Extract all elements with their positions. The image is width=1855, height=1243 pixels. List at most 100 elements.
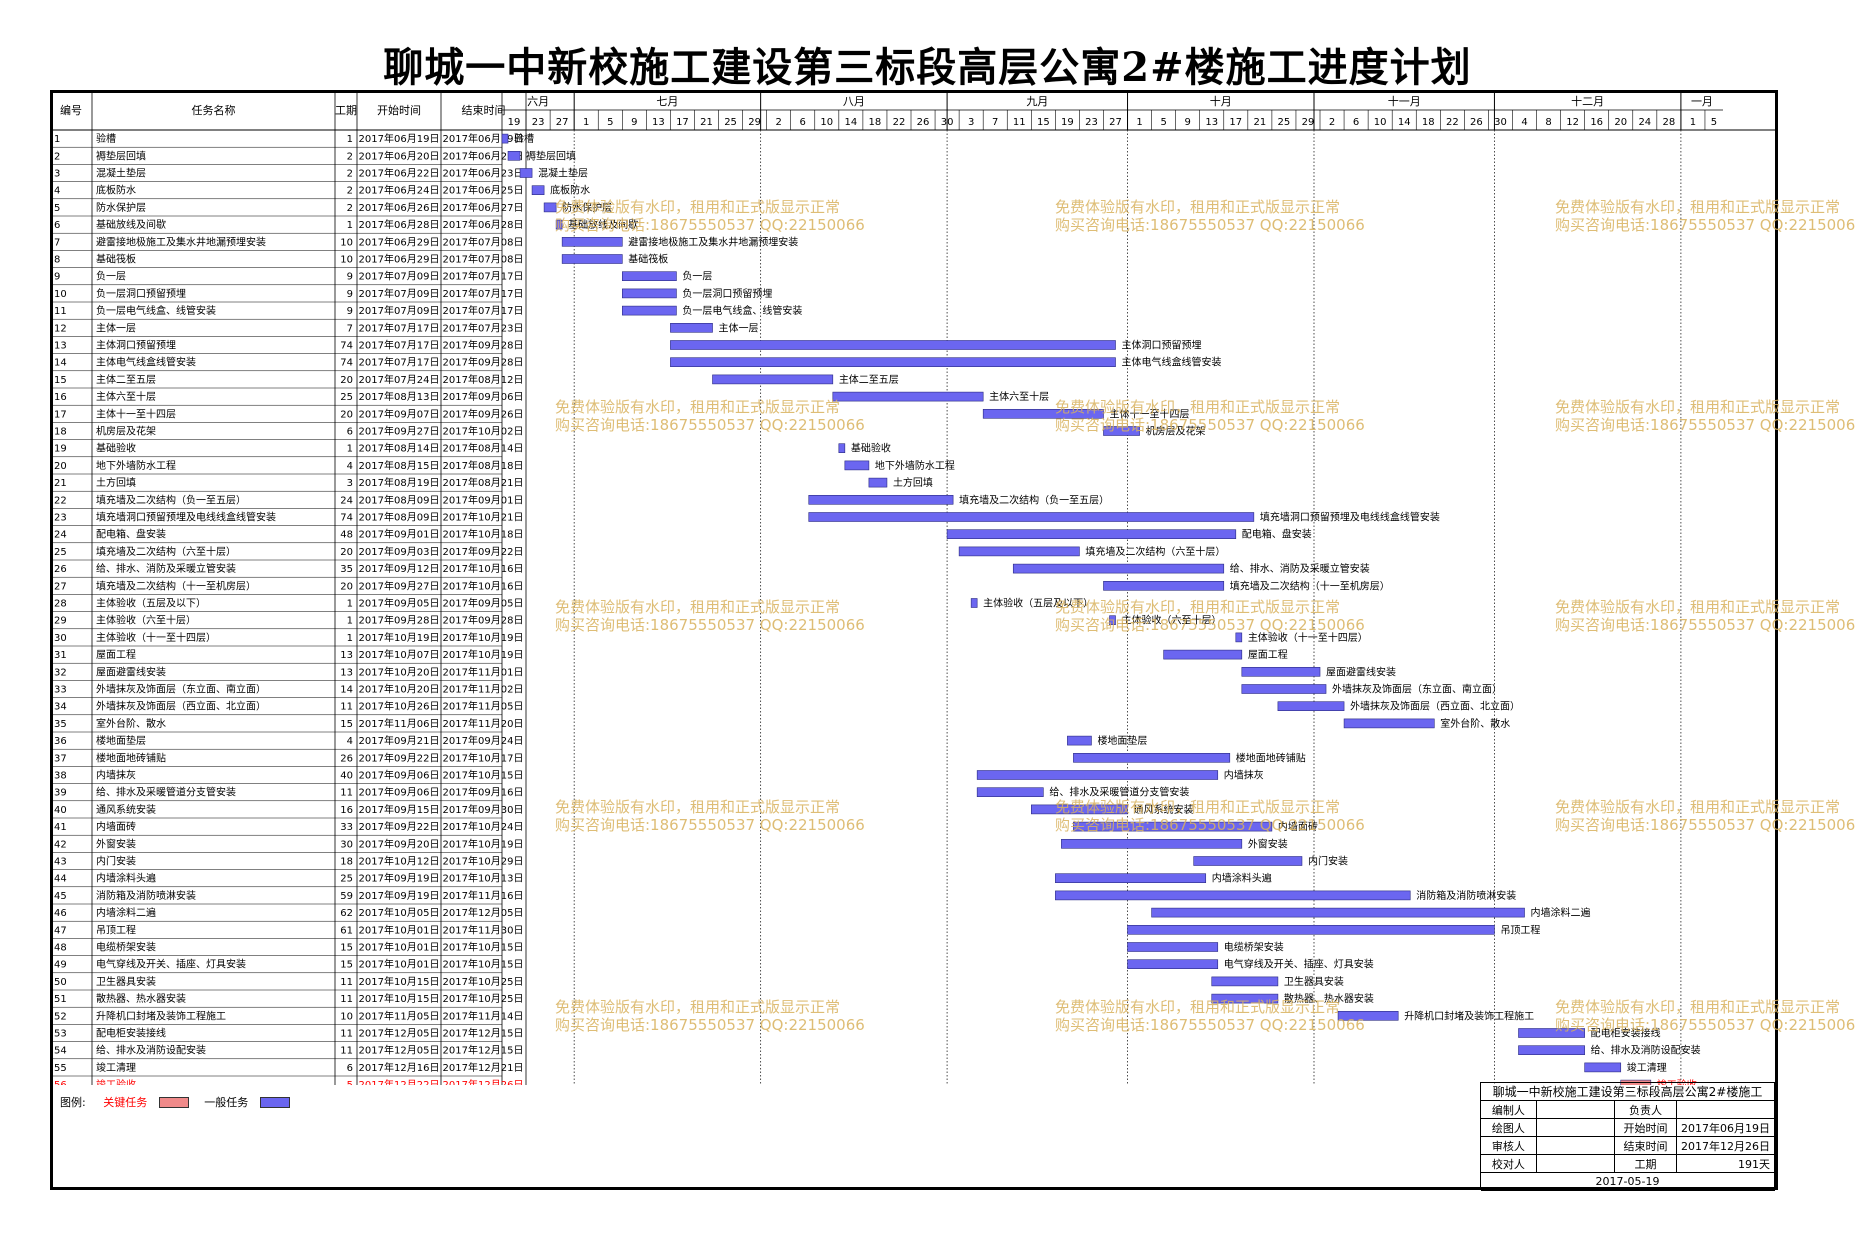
task-bar bbox=[507, 150, 521, 161]
task-name: 基础放线及间歇 bbox=[96, 218, 166, 231]
task-start: 2017年08月14日 bbox=[359, 442, 440, 455]
info-value-duration: 191天 bbox=[1676, 1154, 1775, 1173]
task-start: 2017年06月19日 bbox=[359, 132, 440, 145]
task-start: 2017年11月06日 bbox=[359, 717, 440, 730]
task-name: 屋面避雷线安装 bbox=[96, 665, 166, 678]
task-id: 56 bbox=[54, 1080, 67, 1085]
task-duration: 2 bbox=[347, 203, 353, 214]
month-label: 十二月 bbox=[1571, 94, 1604, 108]
task-id: 34 bbox=[54, 702, 67, 713]
task-duration: 3 bbox=[347, 478, 353, 489]
task-name: 验槽 bbox=[96, 132, 116, 145]
task-name: 室外台阶、散水 bbox=[96, 717, 166, 730]
task-bar-label: 负一层洞口预留预埋 bbox=[682, 287, 772, 300]
task-bar-label: 填充墙洞口预留预埋及电线线盒线管安装 bbox=[1260, 511, 1440, 524]
tick-label: 2 bbox=[1329, 117, 1335, 128]
task-duration: 6 bbox=[347, 427, 353, 438]
tick-label: 26 bbox=[917, 117, 930, 128]
task-bar bbox=[561, 237, 623, 247]
month-label: 一月 bbox=[1691, 95, 1713, 108]
info-date: 2017-05-19 bbox=[1481, 1172, 1775, 1191]
task-bar bbox=[1061, 838, 1243, 849]
task-duration: 24 bbox=[340, 495, 353, 506]
task-name: 防水保护层 bbox=[96, 201, 146, 214]
task-name: 外墙抹灰及饰面层（西立面、北立面） bbox=[96, 700, 266, 713]
task-start: 2017年09月06日 bbox=[359, 769, 440, 782]
task-id: 49 bbox=[54, 960, 67, 971]
legend: 图例: 关键任务 一般任务 bbox=[60, 1094, 302, 1110]
tick-label: 6 bbox=[1353, 117, 1359, 128]
tick-label: 22 bbox=[893, 117, 906, 128]
task-name: 避雷接地极施工及集水井地漏预埋安装 bbox=[96, 235, 266, 248]
task-start: 2017年07月24日 bbox=[359, 373, 440, 386]
task-bar bbox=[1241, 684, 1327, 694]
task-end: 2017年06月27日 bbox=[443, 201, 524, 214]
task-name: 底板防水 bbox=[96, 184, 136, 197]
info-box: 聊城一中新校施工建设第三标段高层公寓2#楼施工 编制人 负责人 绘图人 开始时间… bbox=[1480, 1082, 1775, 1191]
task-start: 2017年08月13日 bbox=[359, 390, 440, 403]
task-name: 通风系统安装 bbox=[96, 803, 156, 816]
task-name: 卫生器具安装 bbox=[96, 975, 156, 988]
task-duration: 11 bbox=[340, 994, 353, 1005]
task-start: 2017年07月17日 bbox=[359, 321, 440, 334]
tick-label: 17 bbox=[1229, 117, 1242, 128]
task-end: 2017年06月23日 bbox=[443, 167, 524, 180]
task-start: 2017年09月01日 bbox=[359, 528, 440, 541]
task-end: 2017年10月25日 bbox=[443, 992, 524, 1005]
task-duration: 10 bbox=[340, 255, 353, 266]
task-name: 土方回填 bbox=[96, 476, 136, 489]
task-duration: 14 bbox=[340, 685, 353, 696]
task-end: 2017年09月28日 bbox=[443, 356, 524, 369]
legend-normal-swatch bbox=[259, 1096, 290, 1108]
task-bar bbox=[621, 271, 677, 281]
task-end: 2017年10月13日 bbox=[443, 872, 524, 885]
task-end: 2017年08月21日 bbox=[443, 476, 524, 489]
task-duration: 15 bbox=[340, 943, 353, 954]
task-id: 8 bbox=[54, 255, 60, 266]
task-bar bbox=[970, 598, 978, 608]
task-bar-label: 主体十一至十四层 bbox=[1109, 407, 1189, 420]
task-duration: 1 bbox=[347, 599, 353, 610]
task-start: 2017年09月07日 bbox=[359, 407, 440, 420]
task-bar-label: 屋面避雷线安装 bbox=[1326, 665, 1396, 678]
task-end: 2017年09月01日 bbox=[443, 493, 524, 506]
task-bar-label: 负一层 bbox=[682, 270, 712, 283]
month-label: 八月 bbox=[843, 95, 865, 108]
task-name: 外窗安装 bbox=[96, 837, 136, 850]
tick-label: 23 bbox=[1085, 117, 1098, 128]
task-start: 2017年08月09日 bbox=[359, 511, 440, 524]
tick-label: 25 bbox=[1278, 117, 1291, 128]
task-duration: 15 bbox=[340, 960, 353, 971]
task-bar bbox=[1073, 821, 1273, 832]
task-bar-label: 主体洞口预留预埋 bbox=[1122, 339, 1202, 352]
task-name: 填充墙及二次结构（十一至机房层） bbox=[96, 579, 256, 592]
task-start: 2017年12月05日 bbox=[359, 1044, 440, 1057]
tick-label: 3 bbox=[968, 117, 974, 128]
task-bar bbox=[1109, 615, 1116, 626]
task-id: 7 bbox=[54, 237, 60, 248]
task-end: 2017年10月15日 bbox=[443, 958, 524, 971]
info-value-end: 2017年12月26日 bbox=[1676, 1136, 1775, 1155]
task-duration: 25 bbox=[340, 874, 353, 885]
task-bar-label: 避雷接地极施工及集水井地漏预埋安装 bbox=[628, 235, 798, 248]
task-id: 13 bbox=[54, 341, 67, 352]
task-duration: 26 bbox=[340, 753, 353, 764]
task-start: 2017年10月12日 bbox=[359, 855, 440, 868]
task-end: 2017年10月18日 bbox=[443, 528, 524, 541]
task-bar-label: 升降机口封堵及装饰工程施工 bbox=[1404, 1009, 1534, 1022]
task-duration: 11 bbox=[340, 702, 353, 713]
task-bar bbox=[808, 512, 1255, 522]
task-bar-label: 楼地面垫层 bbox=[1097, 734, 1147, 747]
task-duration: 6 bbox=[347, 1063, 353, 1074]
task-start: 2017年09月03日 bbox=[359, 545, 440, 558]
info-label-manager: 负责人 bbox=[1614, 1100, 1677, 1119]
task-end: 2017年08月12日 bbox=[443, 373, 524, 386]
task-bar-label: 竣工清理 bbox=[1627, 1061, 1667, 1074]
task-duration: 18 bbox=[340, 857, 353, 868]
task-start: 2017年06月29日 bbox=[359, 253, 440, 266]
task-bar-label: 竣工验收 bbox=[1657, 1078, 1697, 1085]
task-bar-label: 主体验收（十一至十四层） bbox=[1248, 631, 1368, 644]
task-start: 2017年10月07日 bbox=[359, 648, 440, 661]
task-start: 2017年09月12日 bbox=[359, 562, 440, 575]
